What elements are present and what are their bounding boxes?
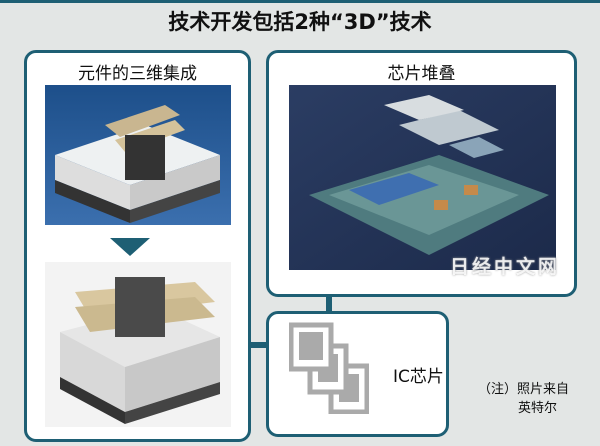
component-photo-top bbox=[45, 85, 231, 225]
watermark: 日经中文网 bbox=[450, 256, 561, 278]
page-title: 技术开发包括2种“3D”技术 bbox=[168, 10, 432, 34]
panel-title: 元件的三维集成 bbox=[78, 64, 197, 84]
panel-title: 芯片堆叠 bbox=[387, 64, 456, 84]
photo-credit-note: （注）照片来自 英特尔 bbox=[478, 380, 569, 418]
component-photo-bottom bbox=[45, 262, 231, 427]
down-arrow-icon bbox=[110, 238, 150, 256]
ic-chip-panel: IC芯片 bbox=[266, 311, 449, 437]
connector-vertical bbox=[326, 296, 332, 313]
ic-chip-label: IC芯片 bbox=[393, 367, 444, 387]
note-line-1: （注）照片来自 bbox=[478, 382, 570, 397]
top-bar bbox=[0, 0, 600, 3]
ic-chip-stack-icon bbox=[289, 322, 369, 414]
chip-stack-photo bbox=[289, 85, 556, 270]
note-line-2: 英特尔 bbox=[518, 401, 558, 416]
connector-horizontal bbox=[251, 342, 268, 348]
